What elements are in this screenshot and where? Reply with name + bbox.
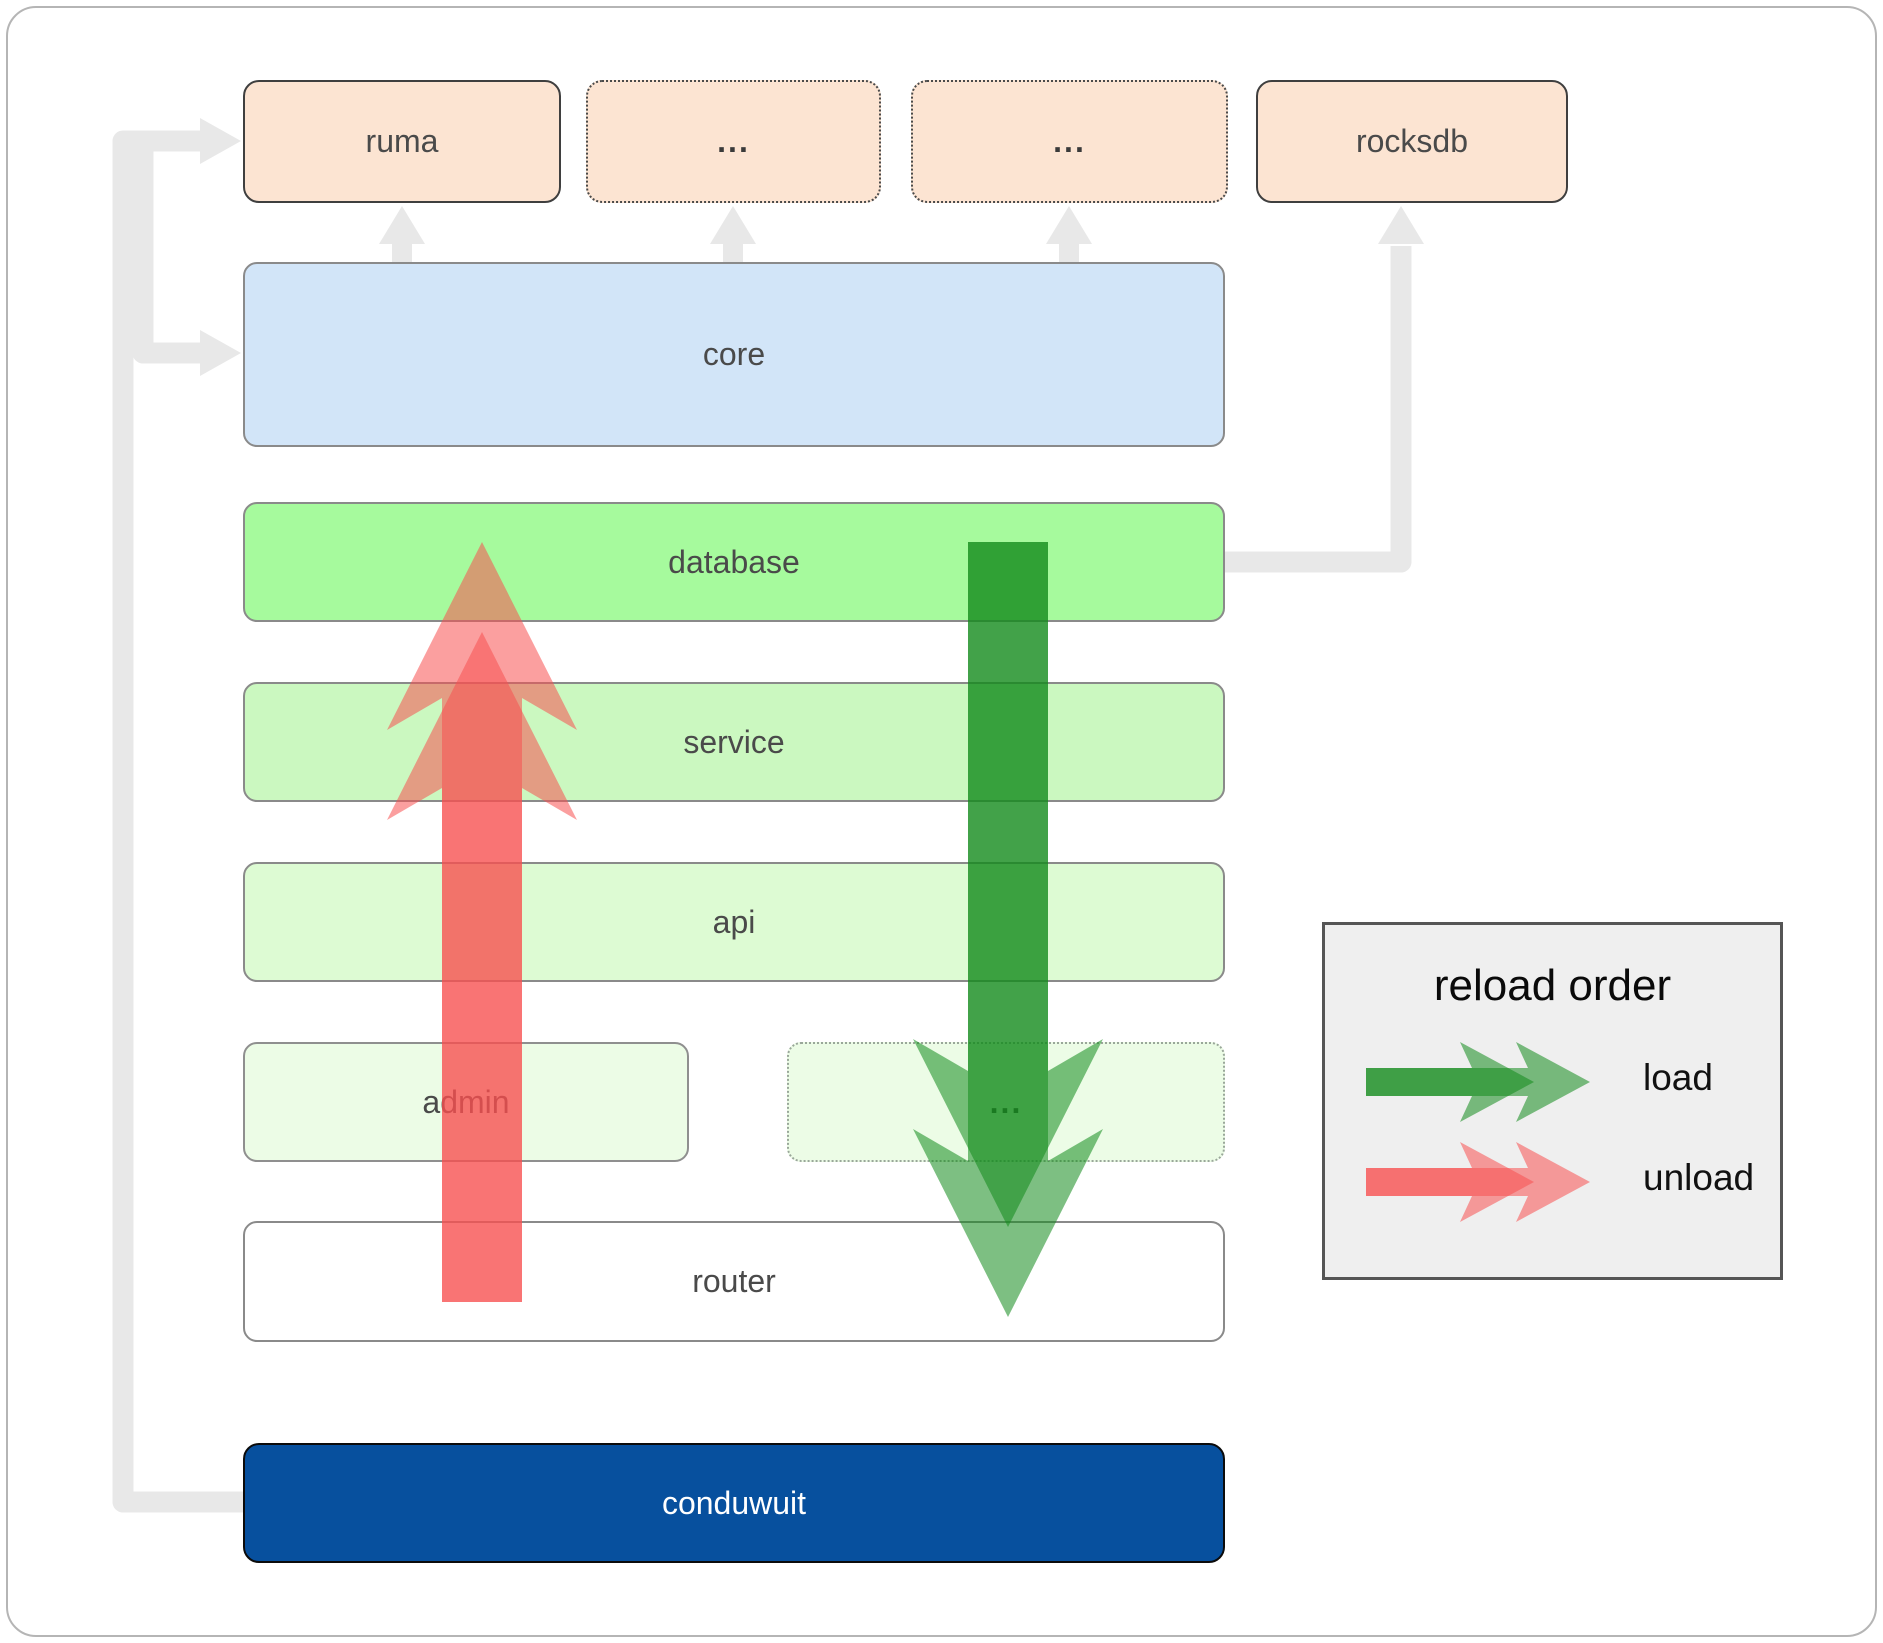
- node-database-label: database: [668, 543, 800, 580]
- edge-database-to-rocksdb-arrowhead: [1378, 206, 1424, 244]
- node-core-label: core: [702, 336, 766, 372]
- node-database: database: [243, 502, 1225, 622]
- legend-reload-order: reload order load unload: [1322, 922, 1783, 1280]
- edge-core-to-dep2-stub: [723, 238, 743, 264]
- node-router: router: [243, 1221, 1225, 1342]
- edge-core-to-ruma-stub: [392, 238, 412, 264]
- node-api: api: [243, 862, 1225, 982]
- node-service-other-label: ...: [989, 1083, 1023, 1120]
- legend-unload-label: unload: [1643, 1157, 1755, 1198]
- node-dependency-3: ...: [911, 80, 1228, 203]
- node-admin-label: admin: [422, 1083, 510, 1120]
- node-router-label: router: [692, 1263, 776, 1299]
- node-rocksdb-label: rocksdb: [1355, 123, 1469, 159]
- node-ruma: ruma: [243, 80, 561, 203]
- node-service-label: service: [683, 723, 785, 760]
- legend-title: reload order: [1433, 961, 1672, 1010]
- node-conduwuit-label: conduwuit: [661, 1484, 807, 1521]
- node-dependency-2: ...: [586, 80, 881, 203]
- edge-conduwuit-to-ruma-arrowhead: [200, 118, 241, 164]
- edge-core-to-ruma-arrowhead: [379, 206, 425, 244]
- edge-core-to-dep3-arrowhead: [1046, 206, 1092, 244]
- edge-conduwuit-to-core-arrowhead: [200, 330, 241, 376]
- edge-core-to-dep2-arrowhead: [710, 206, 756, 244]
- node-core: core: [243, 262, 1225, 447]
- node-service-other: ...: [787, 1042, 1225, 1162]
- node-rocksdb: rocksdb: [1256, 80, 1568, 203]
- node-dependency-2-label: ...: [717, 123, 750, 159]
- edge-conduwuit-to-core-line: [132, 148, 203, 364]
- node-service: service: [243, 682, 1225, 802]
- node-api-label: api: [712, 903, 756, 940]
- edge-core-to-dep3-stub: [1059, 238, 1079, 264]
- node-ruma-label: ruma: [365, 123, 439, 159]
- node-admin: admin: [243, 1042, 689, 1162]
- legend-load-label: load: [1643, 1057, 1713, 1098]
- edge-conduwuit-to-ruma-line: [112, 130, 243, 1513]
- node-conduwuit: conduwuit: [243, 1443, 1225, 1563]
- edge-database-to-rocksdb-line: [1225, 246, 1412, 573]
- node-dependency-3-label: ...: [1053, 123, 1086, 159]
